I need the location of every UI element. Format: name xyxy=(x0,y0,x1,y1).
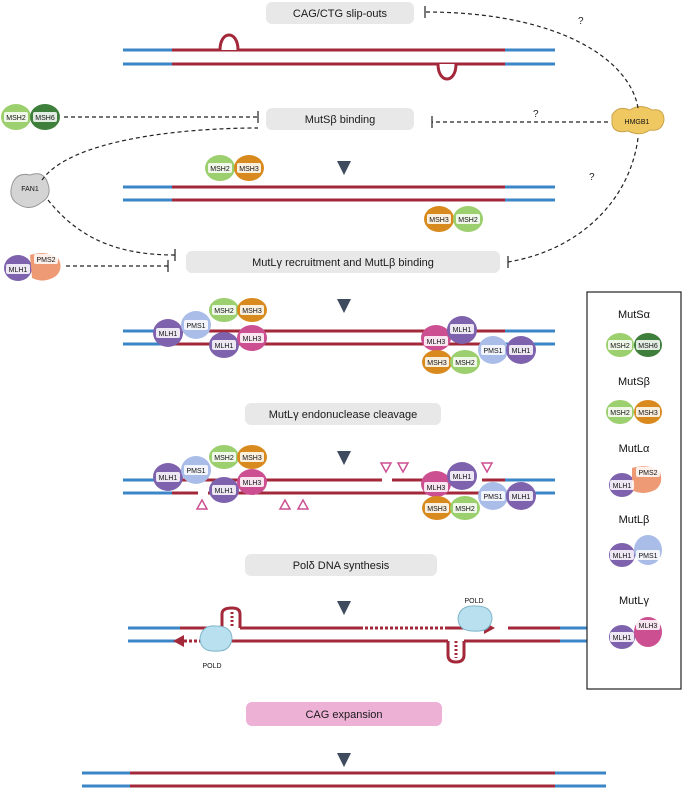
mlh3-label: MLH3 xyxy=(427,485,446,492)
mutsb-complex-bottom: MSH3 MSH2 xyxy=(424,206,483,232)
step-slipouts-label: CAG/CTG slip-outs xyxy=(293,8,388,20)
mlh1-label: MLH1 xyxy=(613,483,632,490)
mlh3-label: MLH3 xyxy=(639,623,658,630)
msh2-label: MSH2 xyxy=(214,455,234,462)
dna-expanded-duplex xyxy=(82,771,606,788)
mlh1-label: MLH1 xyxy=(159,331,178,338)
question-mark-2: ? xyxy=(533,109,539,120)
msh2-label: MSH2 xyxy=(458,217,478,224)
mlh1-label: MLH1 xyxy=(215,343,234,350)
msh2-label: MSH2 xyxy=(455,506,475,513)
step-synthesis-label: Polδ DNA synthesis xyxy=(293,560,390,572)
pms1-label: PMS1 xyxy=(186,323,205,330)
step-synthesis-box: Polδ DNA synthesis xyxy=(245,554,437,576)
step-endonuclease-label: MutLγ endonuclease cleavage xyxy=(269,409,418,421)
mlh3-label: MLH3 xyxy=(243,336,262,343)
question-mark-1: ? xyxy=(578,16,584,27)
mlh3-label: MLH3 xyxy=(427,339,446,346)
msh3-label: MSH3 xyxy=(638,410,658,417)
step-expansion-label: CAG expansion xyxy=(305,709,382,721)
pms2-label: PMS2 xyxy=(638,470,657,477)
step-mutlg-label: MutLγ recruitment and MutLβ binding xyxy=(252,257,434,269)
pms1-label: PMS1 xyxy=(483,494,502,501)
dna-slipout-duplex xyxy=(123,33,555,81)
msh6-label: MSH6 xyxy=(35,115,55,122)
pold-polymerase-right: POLD xyxy=(457,598,493,632)
mlh1-label: MLH1 xyxy=(453,474,472,481)
pms2-label: PMS2 xyxy=(36,257,55,264)
slipout-loop-top xyxy=(218,33,240,51)
mutsb-complex-top: MSH2 MSH3 xyxy=(205,155,264,181)
step-mutlg-box: MutLγ recruitment and MutLβ binding xyxy=(186,251,500,273)
fan1-protein: FAN1 xyxy=(10,173,50,208)
msh3-label: MSH3 xyxy=(239,166,259,173)
msh2-label: MSH2 xyxy=(455,360,475,367)
pms1-label: PMS1 xyxy=(638,553,657,560)
pold-label: POLD xyxy=(464,598,483,605)
msh3-label: MSH3 xyxy=(427,506,447,513)
pold-label: POLD xyxy=(202,663,221,670)
complex-right-cleave: MLH3 MLH1 MSH3 MSH2 PMS1 MLH1 xyxy=(421,462,536,520)
step-expansion-box: CAG expansion xyxy=(246,702,442,726)
pms1-label: PMS1 xyxy=(483,348,502,355)
msh2-label: MSH2 xyxy=(610,343,630,350)
mutsa-complex-left: MSH2 MSH6 xyxy=(1,104,60,130)
mlh1-label: MLH1 xyxy=(9,267,28,274)
legend-mutlg: MutLγ xyxy=(619,595,649,607)
msh6-label: MSH6 xyxy=(638,343,658,350)
question-mark-3: ? xyxy=(589,172,595,183)
mlh1-label: MLH1 xyxy=(159,475,178,482)
legend-panel: MutSα MSH2 MSH6 MutSβ MSH2 MSH3 MutLα ML… xyxy=(586,291,682,690)
mlh1-label: MLH1 xyxy=(613,553,632,560)
mlh3-label: MLH3 xyxy=(243,480,262,487)
step-mutsb-label: MutSβ binding xyxy=(305,114,376,126)
msh2-label: MSH2 xyxy=(214,308,234,315)
hmgb1-protein: HMGB1 xyxy=(611,106,665,135)
msh3-label: MSH3 xyxy=(242,308,262,315)
mlh1-label: MLH1 xyxy=(215,488,234,495)
mlh1-label: MLH1 xyxy=(512,348,531,355)
msh2-label: MSH2 xyxy=(6,115,26,122)
msh2-label: MSH2 xyxy=(610,410,630,417)
mutla-complex-left: MLH1 PMS2 xyxy=(4,253,61,281)
complex-right-recruit: MLH3 MLH1 MSH3 MSH2 PMS1 MLH1 xyxy=(421,316,536,374)
legend-mutsa: MutSα xyxy=(618,309,651,321)
slipout-loop-bottom xyxy=(436,63,458,81)
step-endonuclease-box: MutLγ endonuclease cleavage xyxy=(245,403,441,425)
msh2-label: MSH2 xyxy=(210,166,230,173)
msh3-label: MSH3 xyxy=(242,455,262,462)
dna-mutsb-duplex xyxy=(123,185,555,202)
legend-mutsb: MutSβ xyxy=(618,376,650,388)
mlh1-label: MLH1 xyxy=(613,635,632,642)
modulation-inhibition-lines xyxy=(41,6,639,272)
mlh1-label: MLH1 xyxy=(453,327,472,334)
msh3-label: MSH3 xyxy=(429,217,449,224)
step-mutsb-box: MutSβ binding xyxy=(266,108,414,130)
fan1-label: FAN1 xyxy=(21,186,39,193)
pms1-label: PMS1 xyxy=(186,468,205,475)
complex-left-recruit: MLH1 PMS1 MSH2 MSH3 MLH1 MLH3 xyxy=(153,298,267,358)
pold-polymerase-left: POLD xyxy=(199,625,233,670)
step-slipouts-box: CAG/CTG slip-outs xyxy=(266,2,414,24)
legend-mutla: MutLα xyxy=(619,443,650,455)
mlh1-label: MLH1 xyxy=(512,494,531,501)
msh3-label: MSH3 xyxy=(427,360,447,367)
complex-left-cleave: MLH1 PMS1 MSH2 MSH3 MLH1 MLH3 xyxy=(153,445,267,503)
legend-mutlb: MutLβ xyxy=(619,514,650,526)
cleavage-site-markers xyxy=(195,462,494,510)
hmgb1-label: HMGB1 xyxy=(625,119,650,126)
